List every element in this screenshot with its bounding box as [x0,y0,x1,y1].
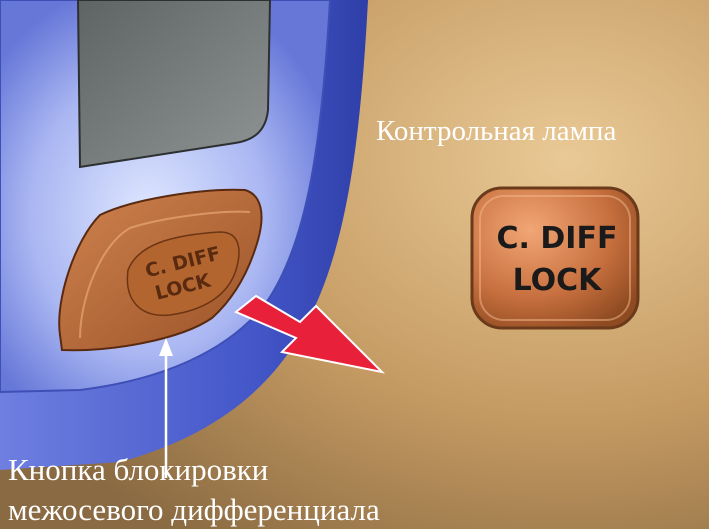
lamp-text-line2: LOCK [513,263,604,298]
button-label: Кнопка блокировки межосевого дифференциа… [8,450,380,529]
direction-arrow [234,294,386,374]
lamp-text-line1: C. DIFF [497,221,618,256]
diff-lock-button[interactable] [58,188,263,352]
indicator-lamp [470,186,640,330]
leader-arrowhead [159,338,173,356]
button-label-line2: межосевого дифференциала [8,492,380,527]
lamp-label: Контрольная лампа [376,115,617,147]
display-screen [76,0,272,169]
button-label-line1: Кнопка блокировки [8,452,269,487]
